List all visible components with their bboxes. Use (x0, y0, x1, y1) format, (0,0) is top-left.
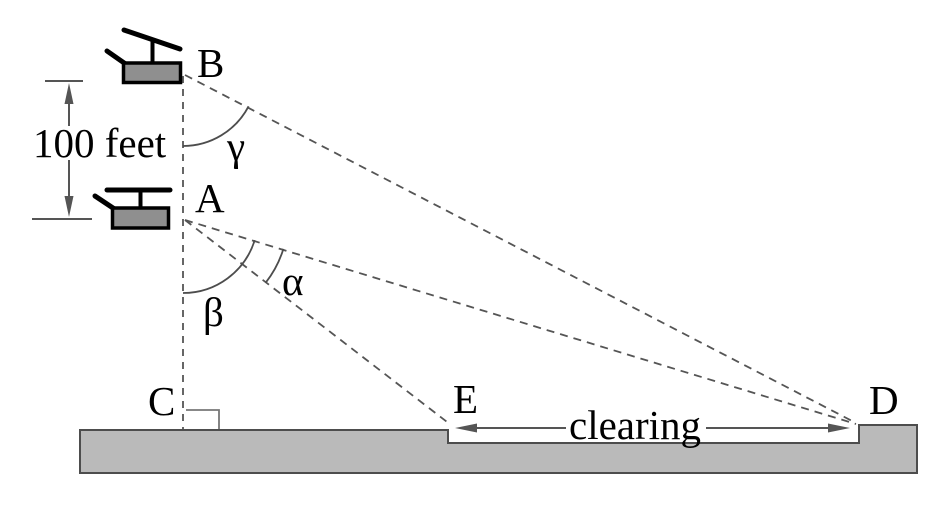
sight-line-a-e (184, 219, 452, 426)
clearing-label: clearing (569, 402, 701, 448)
angle-label-alpha: α (282, 258, 303, 304)
helicopter-icon-b (104, 27, 183, 85)
angle-arc-alpha (264, 248, 285, 284)
height-measure-label: 100 feet (33, 120, 167, 166)
point-label-e: E (453, 376, 478, 422)
height-measure-arrow (32, 80, 92, 220)
point-label-a: A (195, 175, 225, 221)
angle-label-gamma: γ (226, 123, 245, 169)
arrowhead-right-icon (828, 423, 850, 433)
arrowhead-up-icon (64, 83, 74, 104)
point-label-b: B (197, 40, 224, 86)
point-label-c: C (148, 378, 175, 424)
sight-line-a-d (184, 219, 857, 425)
clearing-measure-arrow (455, 423, 850, 433)
helicopter-icon-a (92, 187, 173, 230)
sight-line-b-d (184, 74, 857, 424)
arrowhead-down-icon (64, 196, 74, 217)
angle-label-beta: β (203, 289, 224, 335)
helicopter-body (110, 206, 171, 230)
arrowhead-left-icon (455, 423, 477, 433)
helicopter-body (121, 61, 183, 85)
angle-arc-beta (182, 239, 256, 294)
ground-terrain (79, 424, 918, 474)
angle-arc-gamma (182, 105, 250, 147)
right-angle-marker (186, 409, 220, 429)
point-label-d: D (869, 377, 899, 423)
